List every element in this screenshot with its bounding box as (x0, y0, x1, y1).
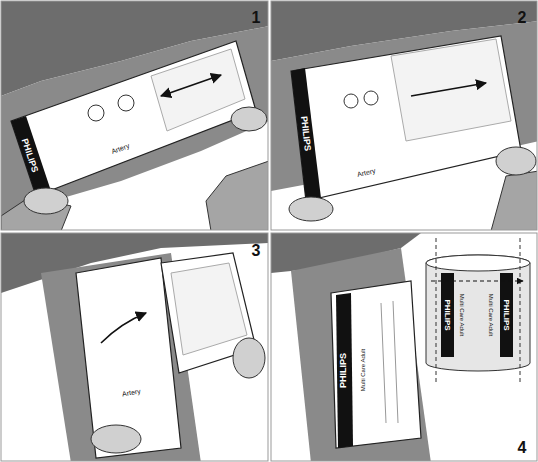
brand-mark: PHILIPS (443, 299, 451, 330)
panel-four (271, 233, 537, 462)
step-number: 3 (252, 243, 261, 259)
model-name: Multi Care Adult (360, 349, 366, 391)
brand-mark: PHILIPS (339, 352, 348, 387)
panel-one (1, 1, 269, 231)
panel-three (1, 233, 269, 462)
step-number: 4 (518, 440, 527, 456)
model-name: Multi Care Adult (488, 294, 494, 336)
panel-two (271, 1, 538, 231)
brand-mark: PHILIPS (502, 299, 510, 330)
step-number: 1 (252, 10, 261, 26)
step-number: 2 (518, 10, 527, 26)
model-name: Multi Care Adult (459, 294, 465, 336)
